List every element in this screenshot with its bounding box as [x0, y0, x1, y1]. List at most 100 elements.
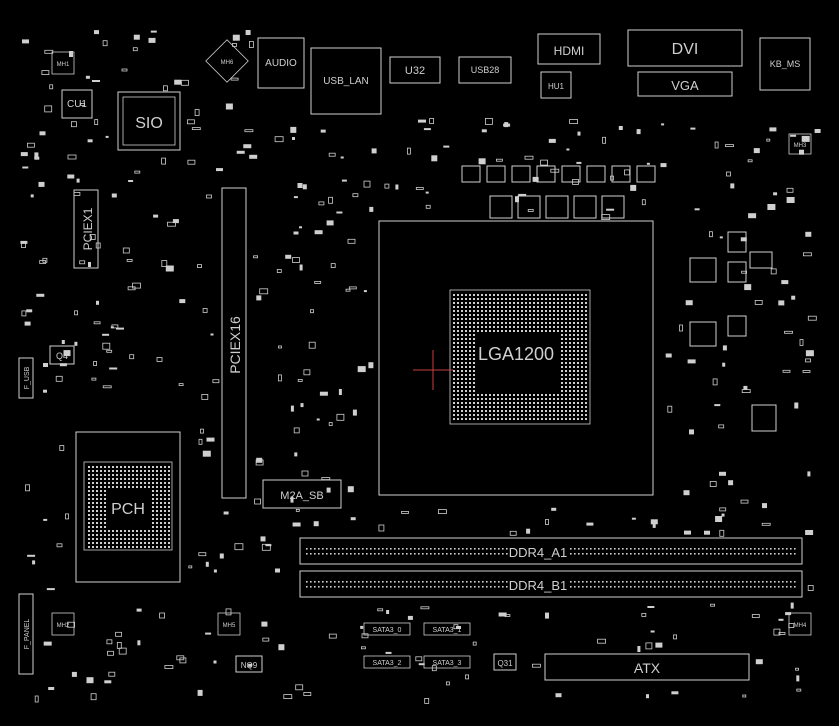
smd-component: [465, 674, 470, 680]
smd-component: [165, 265, 174, 272]
nq9-label: NQ9: [241, 661, 258, 670]
smd-component: [361, 633, 369, 639]
sata3-2-connector[interactable]: SATA3_2: [363, 655, 411, 669]
sata3-1-connector[interactable]: SATA3_1: [423, 622, 471, 636]
smd-component: [107, 650, 114, 656]
smd-component: [69, 51, 73, 57]
smd-component: [348, 286, 357, 290]
kb-ms-connector[interactable]: KB_MS: [759, 37, 811, 91]
smd-component: [456, 626, 461, 629]
pciex1-slot[interactable]: PCIEX1: [73, 189, 99, 269]
usb-lan-connector[interactable]: USB_LAN: [310, 47, 382, 115]
smd-component: [76, 178, 80, 183]
smd-component: [742, 694, 747, 698]
smd-component: [807, 315, 817, 321]
smd-component: [116, 327, 124, 330]
smd-component: [181, 79, 189, 86]
ddr4-b1-slot[interactable]: DDR4_B1: [299, 570, 803, 598]
usb28-connector[interactable]: USB28: [458, 56, 512, 84]
smd-component: [202, 450, 211, 457]
smd-component: [689, 429, 694, 435]
smd-component: [646, 162, 650, 165]
u32-connector[interactable]: U32: [389, 56, 441, 84]
smd-component: [378, 524, 385, 532]
atx-power-connector[interactable]: ATX: [544, 653, 750, 681]
smd-component: [74, 341, 78, 346]
vrm-choke: [536, 165, 556, 183]
smd-component: [718, 424, 725, 429]
mh1-label: MH1: [57, 62, 70, 68]
smd-component: [803, 252, 812, 257]
smd-component: [36, 293, 45, 297]
smd-component: [671, 691, 679, 695]
smd-component: [503, 123, 511, 127]
smd-component: [167, 221, 176, 227]
q31-transistor[interactable]: Q31: [493, 653, 517, 671]
nq9-chip[interactable]: NQ9: [235, 655, 263, 673]
m2a-sb-slot[interactable]: M2A_SB: [262, 479, 342, 509]
smd-component: [318, 201, 325, 206]
hu1-chip[interactable]: HU1: [540, 71, 572, 99]
smd-component: [472, 641, 477, 646]
smd-component: [784, 330, 793, 334]
smd-component: [714, 404, 721, 407]
mh3-hole[interactable]: MH3: [788, 133, 812, 155]
smd-component: [275, 568, 280, 573]
smd-component: [219, 553, 224, 559]
f-panel-header[interactable]: F_PANEL: [18, 593, 34, 675]
smd-component: [665, 353, 672, 358]
smd-component: [27, 554, 36, 557]
usb28-label: USB28: [471, 65, 500, 75]
smd-component: [121, 68, 128, 72]
smd-component: [673, 634, 677, 640]
smd-component: [278, 345, 282, 349]
smd-component: [526, 528, 531, 534]
pch-label: PCH: [111, 501, 145, 518]
f-usb-header[interactable]: F_USB: [18, 357, 34, 399]
dvi-connector[interactable]: DVI: [627, 29, 743, 67]
sio-chip[interactable]: SIO: [117, 91, 181, 151]
mh6-hole[interactable]: MH6: [205, 39, 249, 83]
smd-component: [748, 213, 757, 219]
cu1-chip[interactable]: CU1: [61, 89, 93, 119]
mh4-hole[interactable]: MH4: [788, 612, 812, 636]
smd-component: [601, 214, 611, 221]
power-component: [749, 251, 773, 269]
smd-component: [326, 487, 331, 493]
smd-component: [646, 694, 649, 699]
smd-component: [43, 641, 52, 646]
smd-component: [326, 220, 334, 226]
cpu-socket[interactable]: LGA1200: [378, 220, 654, 496]
q31-label: Q31: [497, 659, 513, 668]
mh1-hole[interactable]: MH1: [51, 51, 75, 75]
pch-chip[interactable]: PCH: [75, 431, 181, 583]
vga-connector[interactable]: VGA: [637, 71, 733, 97]
sata3-3-connector[interactable]: SATA3_3: [423, 655, 471, 669]
smd-component: [89, 234, 96, 240]
ddr4-a1-slot[interactable]: DDR4_A1: [299, 537, 803, 565]
smd-component: [202, 308, 208, 313]
mh5-hole[interactable]: MH5: [217, 612, 241, 636]
sata3-3-label: SATA3_3: [433, 660, 462, 667]
smd-component: [179, 657, 187, 664]
smd-component: [122, 247, 130, 254]
audio-connector[interactable]: AUDIO: [257, 37, 305, 89]
pciex16-slot[interactable]: PCIEX16: [221, 187, 247, 499]
hdmi-connector[interactable]: HDMI: [537, 33, 601, 65]
smd-component: [314, 230, 323, 235]
smd-component: [299, 264, 303, 271]
smd-component: [293, 427, 300, 434]
smd-component: [770, 268, 777, 275]
smd-component: [59, 445, 65, 451]
power-component: [689, 257, 717, 283]
smd-component: [769, 127, 777, 132]
smd-component: [740, 499, 749, 504]
mh2-hole[interactable]: MH2: [51, 612, 75, 636]
pciex16-label: PCIEX16: [227, 316, 243, 374]
q4-transistor[interactable]: Q4: [49, 345, 75, 365]
sata3-0-connector[interactable]: SATA3_0: [363, 622, 411, 636]
smd-component: [243, 144, 252, 149]
smd-component: [254, 498, 262, 505]
smd-component: [248, 663, 253, 667]
